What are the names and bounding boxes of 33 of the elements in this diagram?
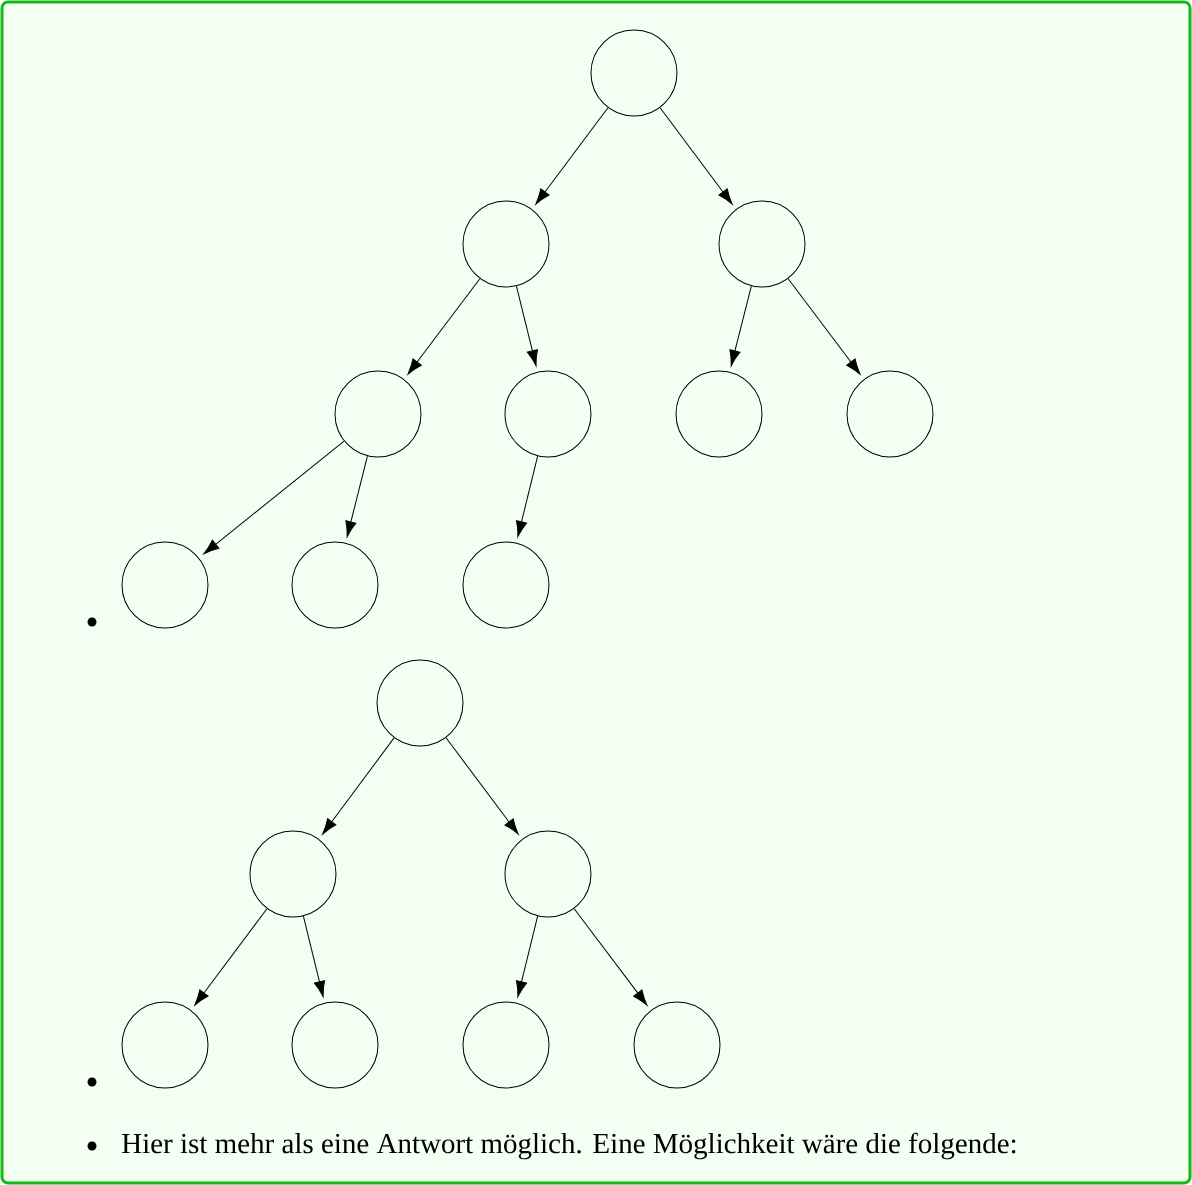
arrow <box>659 107 733 205</box>
tree-node <box>249 830 337 918</box>
arrow <box>516 915 539 998</box>
tree-node <box>121 541 209 629</box>
tree-node <box>633 1001 721 1089</box>
arrow <box>516 455 539 538</box>
arrow <box>515 285 538 367</box>
tree-node <box>334 370 422 458</box>
tree-node <box>121 1001 209 1089</box>
tree-node <box>291 541 379 629</box>
tree-node <box>376 659 464 747</box>
arrow <box>345 455 368 538</box>
tree-node <box>675 370 763 458</box>
arrow <box>445 737 519 835</box>
tree-node <box>462 200 550 288</box>
arrow <box>322 737 395 835</box>
arrow <box>787 278 861 375</box>
tree-node <box>846 370 934 458</box>
tree-node <box>462 541 550 629</box>
arrow <box>535 107 609 205</box>
arrow <box>407 278 481 375</box>
tree-node <box>590 29 678 117</box>
tree-node <box>462 1001 550 1089</box>
tree-node <box>504 830 592 918</box>
tree-node <box>504 370 592 458</box>
arrow <box>729 285 752 367</box>
arrow <box>302 915 326 998</box>
arrow <box>573 908 648 1006</box>
tree-node <box>718 200 806 288</box>
arrow <box>203 440 345 555</box>
answer-note: Hier ist mehr als eine Antwort möglich. Eine Möglichkeit wäre die folgende: <box>122 1132 1016 1160</box>
tree-node <box>291 1001 379 1089</box>
arrow <box>194 908 268 1006</box>
